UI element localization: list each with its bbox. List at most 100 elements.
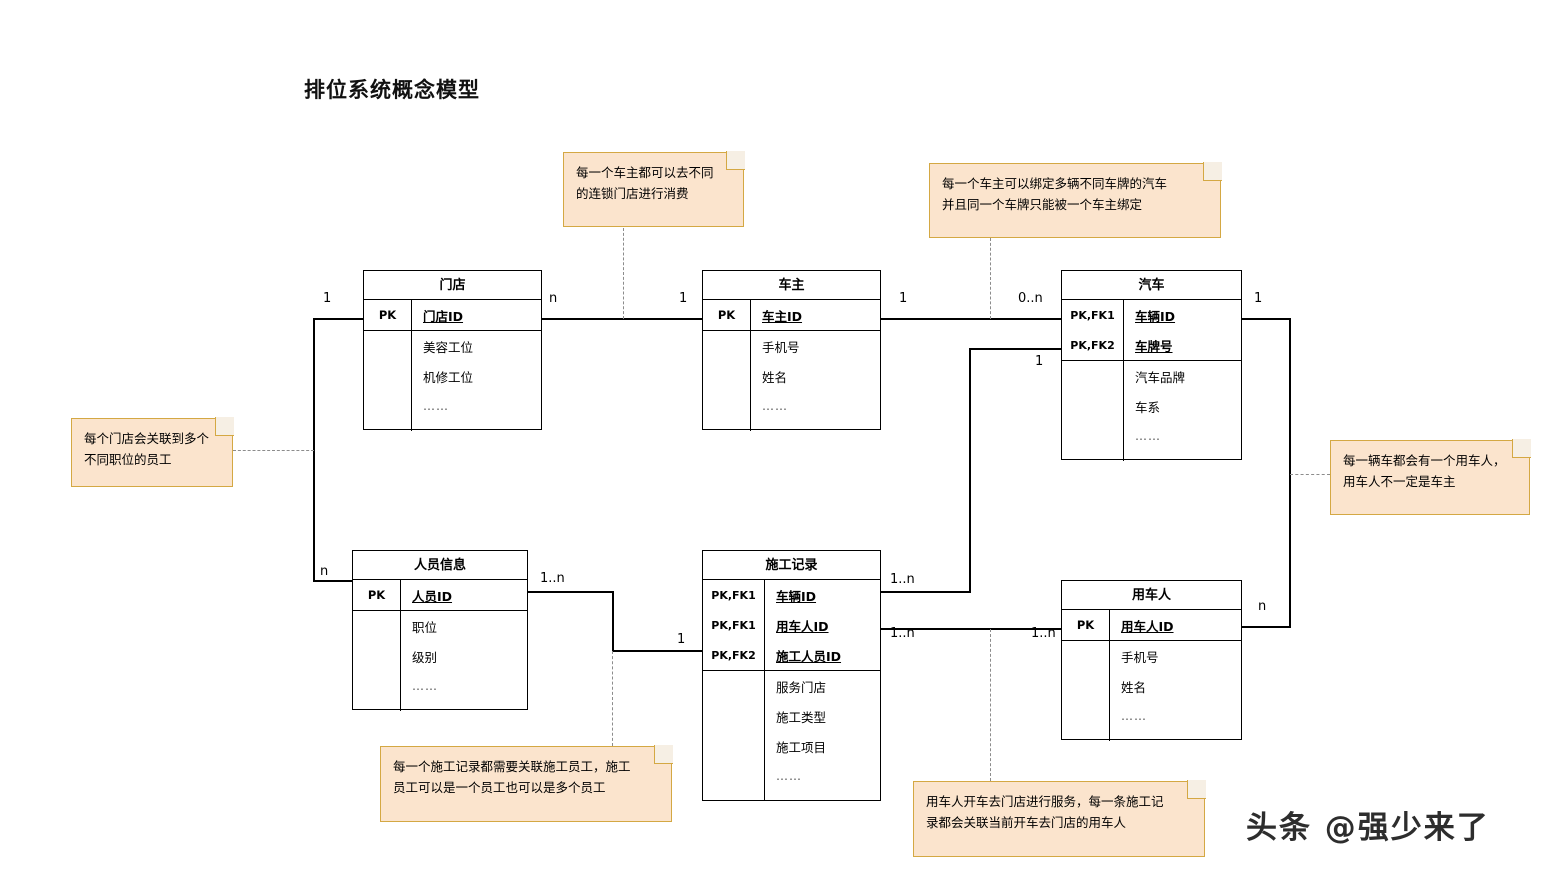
note-text: 用车人开车去门店进行服务，每一条施工记 录都会关联当前开车去门店的用车人 xyxy=(926,794,1164,830)
note-chezhu-mendian[interactable]: 每一个车主都可以去不同 的连锁门店进行消费 xyxy=(563,151,745,227)
table-row: PK 车主ID xyxy=(703,300,880,330)
note-qiche-yongcheren[interactable]: 每一辆车都会有一个用车人， 用车人不一定是车主 xyxy=(1330,439,1531,515)
entity-shigong-attrs: 服务门店 施工类型 施工项目 …… xyxy=(703,671,880,801)
attribute-name: …… xyxy=(1121,709,1147,723)
key-label: PK xyxy=(364,300,412,330)
table-row: 姓名 xyxy=(1062,671,1241,701)
table-row: 施工项目 xyxy=(703,731,880,761)
table-row: 机修工位 xyxy=(364,361,541,391)
key-label xyxy=(353,701,401,711)
attribute-name: …… xyxy=(423,399,449,413)
note-leader-qiche-yongcheren xyxy=(1290,474,1330,475)
key-label xyxy=(703,421,751,431)
entity-yongcheren-attrs: 手机号 姓名 …… xyxy=(1062,641,1241,741)
attribute-name: …… xyxy=(776,769,802,783)
cardinality-chezhu-left: 1 xyxy=(679,291,688,306)
key-label xyxy=(1062,391,1124,421)
attribute-name: …… xyxy=(412,679,438,693)
entity-qiche-attrs: 汽车品牌 车系 …… xyxy=(1062,361,1241,461)
note-fold-icon xyxy=(214,417,234,437)
attribute-name: 手机号 xyxy=(762,339,800,355)
note-mendian-renyuan[interactable]: 每个门店会关联到多个 不同职位的员工 xyxy=(71,417,234,487)
attribute-name: 人员ID xyxy=(412,588,453,604)
key-label xyxy=(353,671,401,701)
key-label: PK xyxy=(1062,610,1110,640)
entity-shigong-title: 施工记录 xyxy=(703,551,880,580)
cardinality-qiche-left-2: 1 xyxy=(1035,354,1044,369)
table-row: 服务门店 xyxy=(703,671,880,701)
entity-qiche-title: 汽车 xyxy=(1062,271,1241,300)
attribute-name: 服务门店 xyxy=(776,679,827,695)
connector-shigong-row1-right-stub xyxy=(881,591,971,593)
attribute-name: 姓名 xyxy=(762,369,788,385)
attribute-name: 职位 xyxy=(412,619,438,635)
entity-qiche[interactable]: 汽车 PK,FK1 车辆ID PK,FK2 车牌号 汽车品牌 车系 …… xyxy=(1061,270,1242,461)
table-row-spacer xyxy=(353,701,527,711)
note-leader-chezhu-mendian xyxy=(623,228,624,319)
entity-renyuan-keys: PK 人员ID xyxy=(353,580,527,611)
attribute-name xyxy=(412,421,541,431)
table-row: 姓名 xyxy=(703,361,880,391)
note-text: 每一个车主都可以去不同 的连锁门店进行消费 xyxy=(576,165,714,201)
attribute-name xyxy=(751,421,880,431)
attribute-name: 用车人ID xyxy=(776,618,829,634)
table-row: PK,FK2 施工人员ID xyxy=(703,640,880,670)
attribute-name: 施工类型 xyxy=(776,709,827,725)
attribute-name: 车系 xyxy=(1135,399,1161,415)
table-row: …… xyxy=(353,671,527,701)
key-label xyxy=(1062,731,1110,741)
note-chezhu-qiche[interactable]: 每一个车主可以绑定多辆不同车牌的汽车 并且同一个车牌只能被一个车主绑定 xyxy=(929,162,1222,238)
note-shigong-renyuan[interactable]: 每一个施工记录都需要关联施工员工，施工 员工可以是一个员工也可以是多个员工 xyxy=(380,745,673,822)
entity-renyuan[interactable]: 人员信息 PK 人员ID 职位 级别 …… xyxy=(352,550,528,711)
entity-mendian[interactable]: 门店 PK 门店ID 美容工位 机修工位 …… xyxy=(363,270,542,431)
connector-yongcheren-right-stub xyxy=(1241,626,1291,628)
key-label xyxy=(703,671,765,701)
attribute-name xyxy=(1110,731,1241,741)
table-row: …… xyxy=(1062,421,1241,451)
key-label xyxy=(703,331,751,361)
entity-renyuan-attrs: 职位 级别 …… xyxy=(353,611,527,711)
connector-shigong-row3-left-stub xyxy=(612,650,702,652)
table-row: 级别 xyxy=(353,641,527,671)
cardinality-shigong-left: 1 xyxy=(677,632,686,647)
watermark: 头条 @强少来了 xyxy=(1246,810,1490,846)
key-label: PK,FK1 xyxy=(703,610,765,640)
note-leader-shigong-yongcheren xyxy=(990,629,991,781)
attribute-name: 机修工位 xyxy=(423,369,474,385)
note-leader-shigong-renyuan xyxy=(612,651,613,746)
key-label xyxy=(1062,451,1124,461)
note-shigong-yongcheren[interactable]: 用车人开车去门店进行服务，每一条施工记 录都会关联当前开车去门店的用车人 xyxy=(913,780,1206,857)
key-label xyxy=(703,761,765,791)
entity-yongcheren-title: 用车人 xyxy=(1062,581,1241,610)
attribute-name: 施工人员ID xyxy=(776,648,842,664)
entity-shigong[interactable]: 施工记录 PK,FK1 车辆ID PK,FK1 用车人ID PK,FK2 施工人… xyxy=(702,550,881,801)
entity-yongcheren-keys: PK 用车人ID xyxy=(1062,610,1241,641)
connector-mendian-left-stub xyxy=(313,318,363,320)
key-label: PK,FK2 xyxy=(1062,330,1124,360)
table-row-spacer xyxy=(1062,451,1241,461)
entity-yongcheren[interactable]: 用车人 PK 用车人ID 手机号 姓名 …… xyxy=(1061,580,1242,741)
page-title: 排位系统概念模型 xyxy=(304,78,480,102)
key-label: PK,FK1 xyxy=(1062,300,1124,330)
attribute-name: 车主ID xyxy=(762,308,803,324)
table-row: 手机号 xyxy=(1062,641,1241,671)
note-text: 每一个车主可以绑定多辆不同车牌的汽车 并且同一个车牌只能被一个车主绑定 xyxy=(942,176,1168,212)
key-label: PK xyxy=(353,580,401,610)
note-fold-icon xyxy=(725,151,745,171)
attribute-name: 用车人ID xyxy=(1121,618,1174,634)
connector-qiche-row2-left-stub xyxy=(969,348,1061,350)
key-label: PK,FK2 xyxy=(703,640,765,670)
key-label xyxy=(364,361,412,391)
entity-mendian-keys: PK 门店ID xyxy=(364,300,541,331)
connector-chezhu-qiche xyxy=(881,318,1061,320)
key-label xyxy=(1062,671,1110,701)
attribute-name: 门店ID xyxy=(423,308,464,324)
table-row-spacer xyxy=(364,421,541,431)
entity-chezhu[interactable]: 车主 PK 车主ID 手机号 姓名 …… xyxy=(702,270,881,431)
table-row: …… xyxy=(703,761,880,791)
key-label xyxy=(1062,361,1124,391)
cardinality-renyuan-left: n xyxy=(320,564,329,579)
table-row: 车系 xyxy=(1062,391,1241,421)
connector-qiche-yongcheren-vertical xyxy=(1289,318,1291,628)
